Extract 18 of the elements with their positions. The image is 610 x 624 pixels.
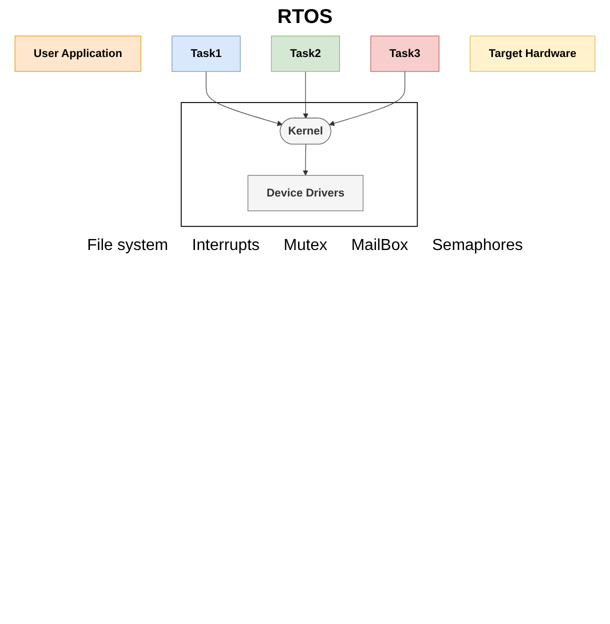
arrow (302, 144, 308, 176)
component-label: Interrupts (192, 237, 260, 256)
arrow (329, 71, 406, 126)
node-box (370, 36, 440, 72)
cluster (180, 102, 418, 227)
diagram-title: RTOS (276, 6, 334, 29)
node-box (14, 36, 142, 72)
node-box (248, 175, 364, 212)
component-label: MailBox (351, 237, 408, 256)
diagram: User Application Task1 Task2 Task3 Kernel Device Drivers Target Hardware (10, 31, 600, 232)
node-box (172, 36, 241, 72)
component-label: Mutex (284, 237, 328, 256)
arrow (302, 71, 308, 119)
node-box (470, 36, 596, 72)
node-box (271, 36, 340, 72)
component-label: File system (87, 237, 168, 256)
component-label: Semaphores (432, 237, 523, 256)
arrow (206, 71, 283, 126)
